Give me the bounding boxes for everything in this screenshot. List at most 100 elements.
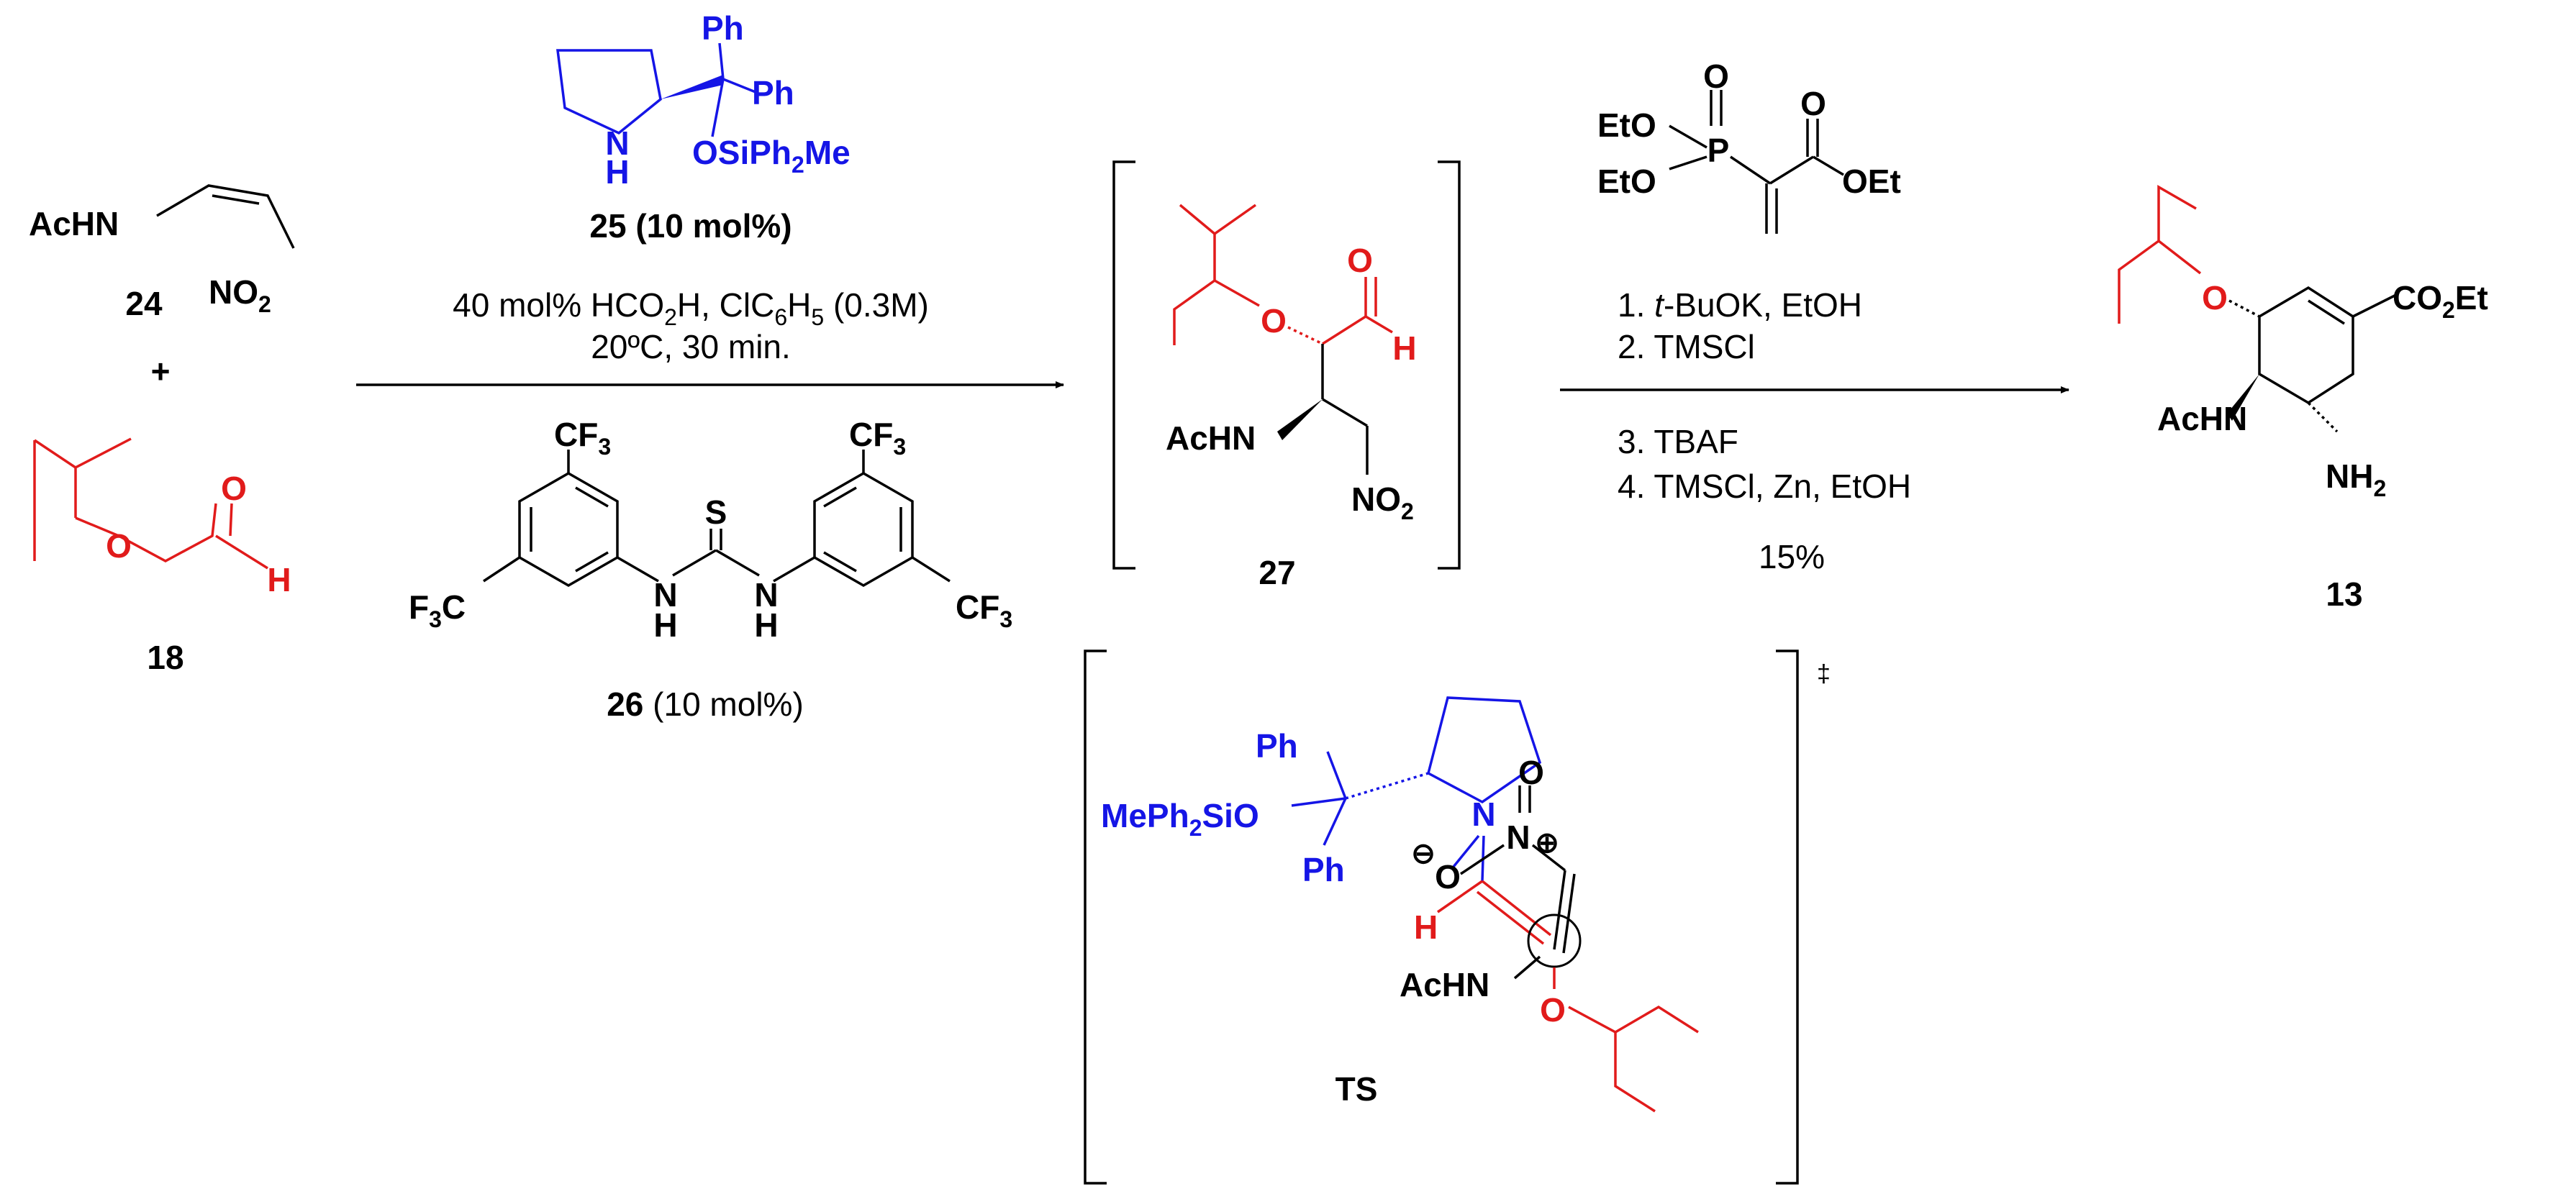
pentyl-chain	[2118, 184, 2197, 324]
bond	[1322, 398, 1368, 427]
acnh-label: AcHN	[29, 205, 119, 242]
thiourea-h1: H	[653, 606, 677, 644]
bond	[2352, 293, 2397, 318]
aldehyde-oxygen: O	[221, 470, 247, 507]
plus-sign: +	[151, 352, 171, 390]
ether-bonds	[75, 503, 217, 562]
hash-bond	[2307, 401, 2339, 433]
transition-dagger: ‡	[1817, 660, 1831, 688]
ester-oet: OEt	[1842, 163, 1901, 200]
bond	[1769, 155, 1814, 185]
aromatic-bond	[823, 486, 857, 508]
pyrrolidine-h: H	[605, 153, 629, 191]
silyl-ether-b: Me	[804, 134, 851, 171]
cf3-right-top-sub: 3	[893, 434, 906, 460]
wedge-bond	[2227, 374, 2259, 421]
transition-state: ‡ Ph Ph MePh2SiO N O N ⊕ ⊖ O H AcHN O	[1084, 650, 1831, 1185]
thione-s: S	[705, 493, 727, 531]
bond	[1513, 955, 1541, 980]
amine-sub: 2	[2373, 475, 2386, 501]
compound-number-24: 24	[125, 285, 163, 322]
bond	[912, 556, 951, 583]
bond-o	[711, 78, 725, 137]
bond	[715, 549, 760, 577]
nitro-oxygen-top: O	[1518, 754, 1544, 791]
c-o-bond	[1214, 279, 1260, 307]
phenyl-1: Ph	[702, 9, 744, 47]
catalyst-26: CF3 F3C S N H N H CF3 CF3 26 (10 mol%)	[409, 416, 1012, 723]
bond-ph2	[722, 78, 756, 94]
ether-oxygen: O	[106, 527, 132, 565]
aldehyde-oxygen: O	[1347, 242, 1373, 279]
cyclohexene-ring	[2258, 286, 2354, 405]
pentyl-chain	[74, 437, 132, 518]
nitro-subscript: 2	[258, 291, 271, 317]
aldehyde-hydrogen: H	[1392, 329, 1416, 367]
catalyst-25-label: 25 (10 mol%)	[589, 207, 792, 245]
hash-bond	[1345, 772, 1429, 800]
silyl-sub: 2	[1189, 815, 1202, 841]
svg-text:CF3: CF3	[849, 416, 906, 460]
bond	[1323, 798, 1347, 846]
cf3-left-a: CF	[554, 416, 598, 453]
step1-italic: t	[1654, 286, 1665, 324]
f3c-b: C	[442, 588, 466, 626]
svg-text:CF3: CF3	[956, 588, 1012, 632]
step1-a: 1.	[1618, 286, 1654, 324]
silyl-a: MePh	[1101, 797, 1189, 834]
enamine-h: H	[1414, 908, 1438, 946]
acnh-label: AcHN	[1400, 966, 1489, 1003]
compound-number-13: 13	[2326, 575, 2362, 613]
product-13: O CO2Et AcHN NH2 13	[2118, 184, 2488, 613]
acnh-label: AcHN	[2157, 400, 2247, 437]
condition-sub1: 2	[664, 304, 677, 330]
ether-oxygen: O	[1261, 302, 1287, 339]
svg-text:CO2Et: CO2Et	[2393, 279, 2488, 323]
nitro-n: N	[1506, 819, 1530, 856]
svg-text:OSiPh2Me: OSiPh2Me	[692, 134, 851, 178]
bond-ph1	[718, 42, 725, 80]
phenyl-2: Ph	[1302, 851, 1345, 888]
pyrrolidine-n: N	[605, 124, 629, 162]
carbonyl-oxygen: O	[1800, 85, 1826, 122]
bond	[1730, 155, 1771, 185]
f3c-a: F	[409, 588, 429, 626]
silyl-ether-a: OSiPh	[692, 134, 792, 171]
yield: 15%	[1759, 538, 1825, 575]
pyrrolidine-ring	[556, 49, 662, 135]
bond	[1669, 155, 1707, 170]
compound-number-27: 27	[1258, 554, 1295, 591]
red-double	[1481, 880, 1552, 936]
pentyl-chain	[1614, 1032, 1656, 1113]
bond	[1291, 797, 1346, 807]
f3c-sub: 3	[429, 606, 442, 632]
right-aryl-ring	[813, 471, 914, 588]
c-o-bond	[2157, 240, 2202, 275]
intermediate-27: O O H AcHN NO2 27	[1112, 160, 1461, 591]
nitro-subscript: 2	[1401, 498, 1414, 524]
compound-number-18: 18	[147, 639, 183, 676]
red-bond	[1437, 880, 1483, 913]
phosphorus: P	[1707, 132, 1730, 169]
pentyl-chain	[1173, 234, 1216, 345]
svg-text:AcHN: AcHN	[29, 205, 119, 242]
condition-line2: 20ºC, 30 min.	[591, 328, 791, 365]
nitroalkene-bonds	[156, 184, 295, 249]
acnh-label: AcHN	[1166, 419, 1256, 457]
wedge-bond	[1277, 399, 1323, 440]
ester-sub: 2	[2442, 297, 2455, 323]
forming-bond-circle	[1527, 913, 1582, 968]
ald-bond	[1322, 315, 1366, 345]
bond	[672, 549, 717, 577]
cf3-right-a: CF	[956, 588, 999, 626]
bond	[1460, 844, 1505, 875]
right-bracket	[1776, 650, 1799, 1185]
bond	[617, 556, 659, 583]
carbonyl-double	[229, 503, 233, 537]
bond	[1531, 844, 1566, 872]
svg-text:NH2: NH2	[2326, 457, 2386, 501]
phenyl-1: Ph	[1256, 727, 1298, 765]
red-double	[1476, 890, 1545, 945]
condition-line1-b: H, ClC	[677, 286, 774, 324]
phenyl-2: Ph	[752, 74, 794, 111]
